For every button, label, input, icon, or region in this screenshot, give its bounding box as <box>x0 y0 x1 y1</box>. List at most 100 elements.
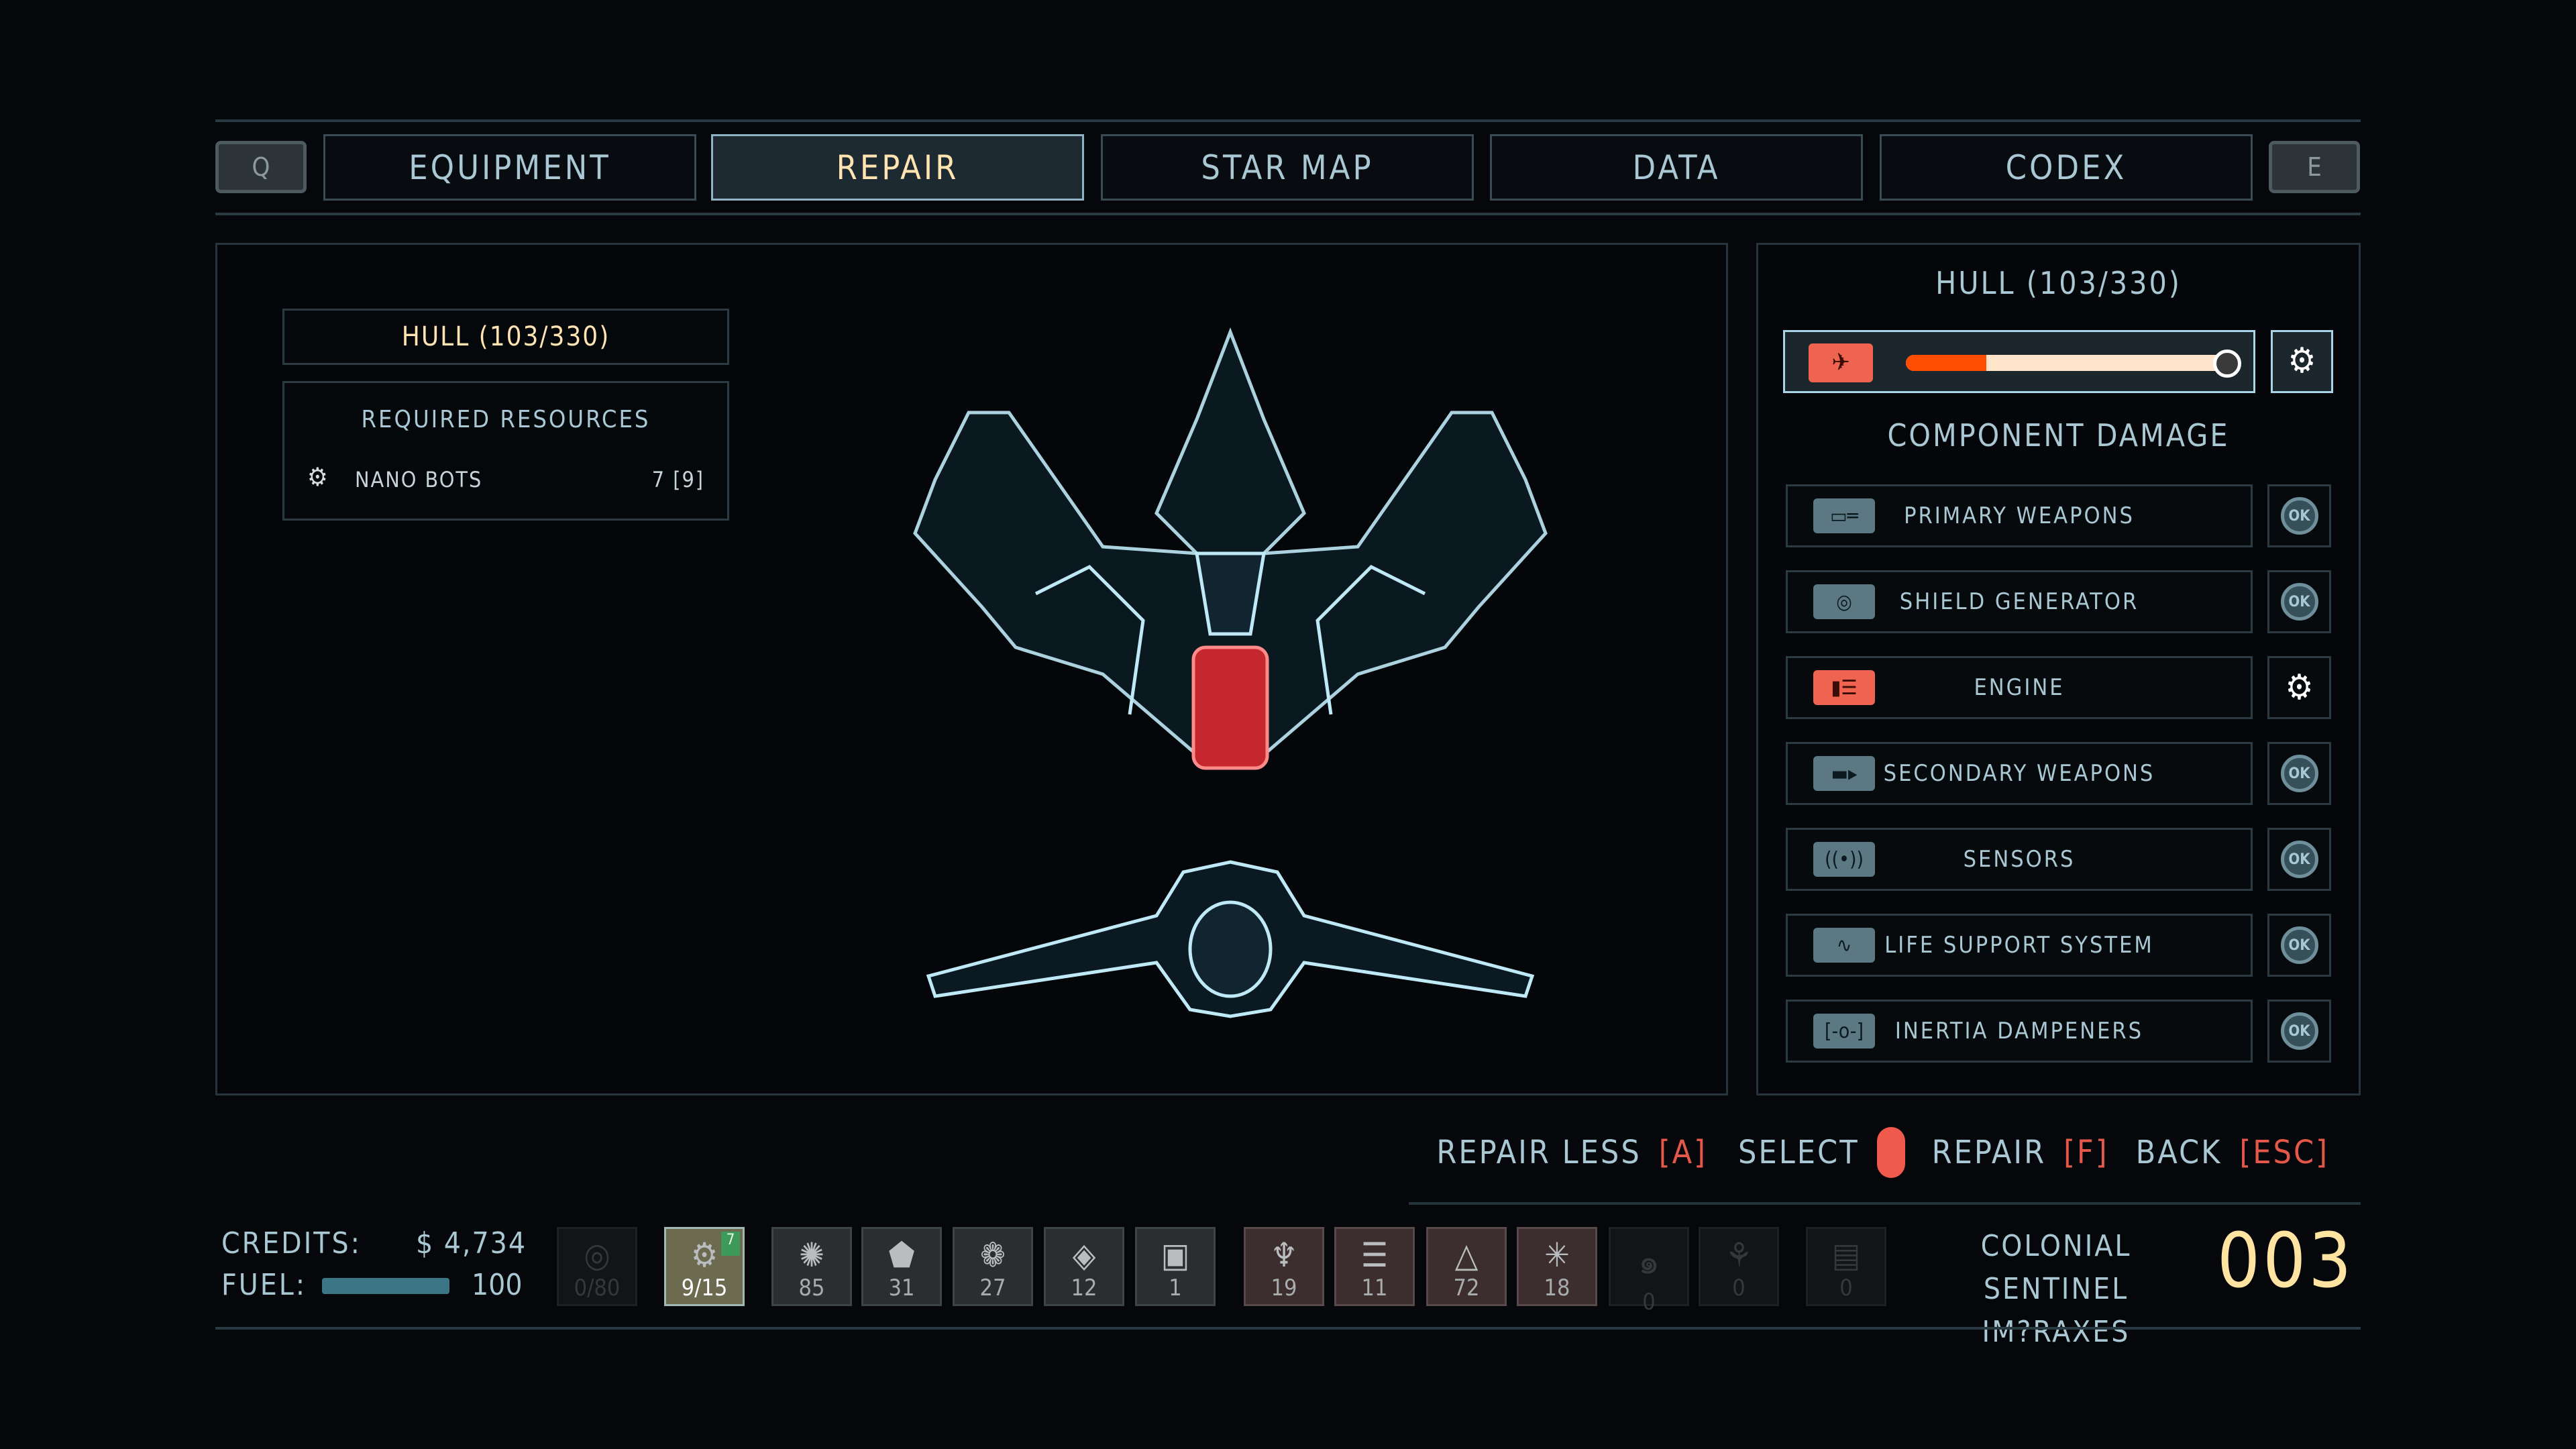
resource-count: 0 <box>1642 1289 1656 1316</box>
status-ok-button[interactable]: OK <box>2267 828 2331 891</box>
new-count-badge: 7 <box>721 1232 740 1256</box>
resource-icon: ◎ <box>584 1236 610 1275</box>
resource-count: 11 <box>1361 1275 1388 1301</box>
repair-hull-button[interactable]: ⚙ <box>2271 330 2333 393</box>
required-resources-title: REQUIRED RESOURCES <box>361 406 651 433</box>
credits-label: CREDITS: <box>221 1226 362 1260</box>
inventory-slot[interactable]: △72 <box>1426 1227 1507 1306</box>
component-label: SECONDARY WEAPONS <box>1883 760 2155 787</box>
component-primary-weapons[interactable]: ▭═PRIMARY WEAPONS <box>1786 484 2253 547</box>
hull-repair-slider[interactable]: ✈ <box>1783 330 2255 393</box>
resource-icon: ⚙ <box>690 1236 718 1275</box>
tab-data[interactable]: DATA <box>1490 134 1863 201</box>
next-tab-key-button[interactable]: E <box>2269 141 2360 193</box>
resource-icon: ✺ <box>799 1236 824 1275</box>
tab-repair[interactable]: REPAIR <box>711 134 1084 201</box>
ship-hull-icon: ✈ <box>1809 343 1873 382</box>
tab-star-map[interactable]: STAR MAP <box>1101 134 1474 201</box>
inventory-slot[interactable]: ☰11 <box>1334 1227 1415 1306</box>
sensor-icon: ((•)) <box>1813 842 1875 877</box>
resource-icon: △ <box>1454 1236 1479 1275</box>
component-inertia-dampeners[interactable]: [-o-] INERTIA DAMPENERS <box>1786 1000 2253 1063</box>
shield-icon: ◎ <box>1813 584 1875 619</box>
inventory-slot[interactable]: ♆19 <box>1244 1227 1324 1306</box>
ship-name-line1: COLONIAL SENTINEL <box>1980 1229 2132 1306</box>
hull-slider-fill <box>1906 355 1986 371</box>
status-ok-button[interactable]: OK <box>2267 742 2331 805</box>
resource-icon: ▤ <box>1831 1236 1861 1275</box>
dampener-icon: [-o-] <box>1813 1014 1875 1049</box>
fuel-bar <box>322 1278 449 1294</box>
hull-title: HULL (103/330) <box>1935 265 2182 301</box>
resource-count: 0/80 <box>574 1275 621 1301</box>
ship-top-view <box>913 327 1548 770</box>
gear-wrench-icon: ⚙ <box>2285 667 2314 708</box>
component-life-support[interactable]: ∿LIFE SUPPORT SYSTEM <box>1786 914 2253 977</box>
resource-count: 12 <box>1071 1275 1097 1301</box>
select-prompt[interactable]: SELECT <box>1738 1134 1860 1171</box>
component-label: ENGINE <box>1974 674 2065 701</box>
resource-icon: ▣ <box>1161 1236 1190 1275</box>
ship-number: 003 <box>2217 1218 2355 1305</box>
ok-icon: OK <box>2280 841 2318 878</box>
resource-icon: ◈ <box>1072 1236 1096 1275</box>
prev-tab-key-button[interactable]: Q <box>215 141 307 193</box>
fuel-label: FUEL: <box>221 1268 307 1302</box>
tabs-divider <box>215 213 2361 215</box>
tab-codex[interactable]: CODEX <box>1880 134 2253 201</box>
resource-icon: ♆ <box>1270 1236 1298 1275</box>
key-hint-a: [A] <box>1658 1134 1707 1171</box>
resource-icon: ๑ <box>1638 1242 1660 1281</box>
control-prompts: REPAIR LESS [A] SELECT REPAIR [F] BACK [… <box>1436 1127 2329 1178</box>
ship-name: COLONIAL SENTINEL IM?RAXES <box>1912 1225 2200 1354</box>
component-label: SENSORS <box>1963 846 2076 873</box>
component-damage-title: COMPONENT DAMAGE <box>1887 417 2230 453</box>
inventory-slot[interactable]: ❁27 <box>953 1227 1033 1306</box>
ok-icon: OK <box>2280 497 2318 535</box>
prompt-divider <box>1409 1202 2361 1205</box>
heartbeat-icon: ∿ <box>1813 928 1875 963</box>
gear-wrench-icon: ⚙ <box>2288 341 2316 381</box>
inventory-slot[interactable]: ▤0 <box>1806 1227 1886 1306</box>
key-hint-f: [F] <box>2063 1134 2109 1171</box>
repair-prompt[interactable]: REPAIR <box>1931 1134 2047 1171</box>
inventory-slot[interactable]: ◎0/80 <box>557 1227 637 1306</box>
component-secondary-weapons[interactable]: ▬▸SECONDARY WEAPONS <box>1786 742 2253 805</box>
hull-status-label: HULL (103/330) <box>282 309 729 365</box>
resource-count: 1 <box>1169 1275 1182 1301</box>
back-prompt[interactable]: BACK <box>2135 1134 2222 1171</box>
hull-slider-handle[interactable] <box>2213 350 2241 378</box>
ship-schematic[interactable] <box>217 245 1730 1097</box>
hull-slider-track[interactable] <box>1906 355 2228 371</box>
status-ok-button[interactable]: OK <box>2267 1000 2331 1063</box>
inventory-slot[interactable]: ✺85 <box>771 1227 852 1306</box>
resource-icon: ✳ <box>1544 1236 1570 1275</box>
status-ok-button[interactable]: OK <box>2267 570 2331 633</box>
resource-count: 72 <box>1453 1275 1480 1301</box>
status-ok-button[interactable]: OK <box>2267 484 2331 547</box>
weapon-icon: ▭═ <box>1813 498 1875 533</box>
component-shield-generator[interactable]: ◎SHIELD GENERATOR <box>1786 570 2253 633</box>
ship-name-line2: IM?RAXES <box>1982 1315 2131 1349</box>
resource-count: 85 <box>798 1275 825 1301</box>
inventory-slot[interactable]: ⚘0 <box>1699 1227 1779 1306</box>
inventory-slot[interactable]: ▣1 <box>1135 1227 1216 1306</box>
status-ok-button[interactable]: OK <box>2267 914 2331 977</box>
component-label: INERTIA DAMPENERS <box>1894 1018 2144 1044</box>
repair-less-prompt[interactable]: REPAIR LESS <box>1436 1134 1642 1171</box>
inventory-slot[interactable]: ⬟31 <box>861 1227 942 1306</box>
inventory-slot[interactable]: ✳18 <box>1517 1227 1597 1306</box>
inventory-slot[interactable]: ◈12 <box>1044 1227 1124 1306</box>
ok-icon: OK <box>2280 1012 2318 1050</box>
required-resources-box: REQUIRED RESOURCES ⚙ NANO BOTS 7 [9] <box>282 381 729 521</box>
component-engine[interactable]: ▮☰ENGINE <box>1786 656 2253 719</box>
resource-icon: ⚘ <box>1725 1236 1753 1275</box>
fuel-bar-fill <box>322 1278 449 1294</box>
resource-name: NANO BOTS <box>355 467 483 492</box>
repair-engine-button[interactable]: ⚙ <box>2267 656 2331 719</box>
tab-equipment[interactable]: EQUIPMENT <box>323 134 696 201</box>
component-sensors[interactable]: ((•)) SENSORS <box>1786 828 2253 891</box>
bottom-divider <box>215 1327 2361 1330</box>
